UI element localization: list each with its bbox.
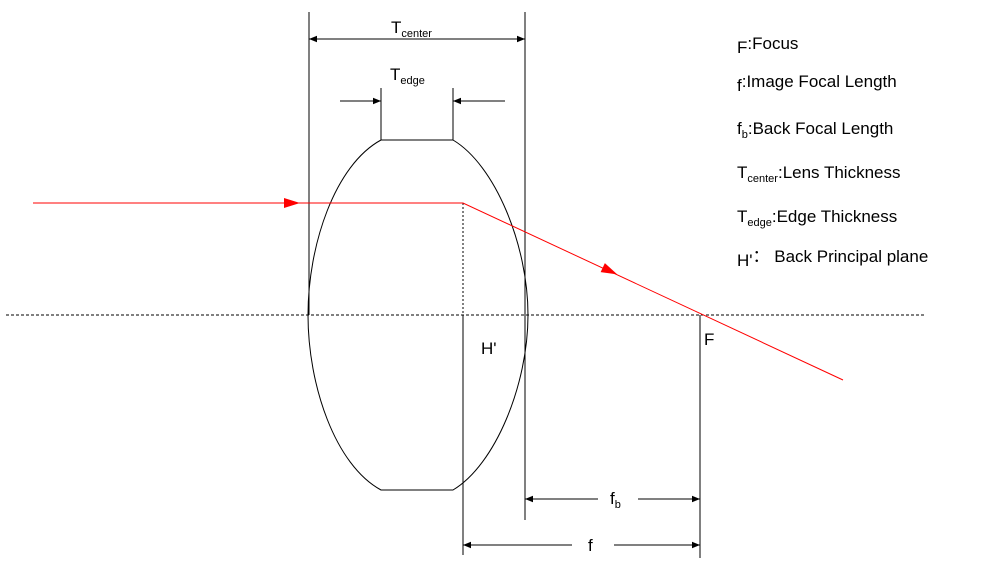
lens-outline [307, 139, 529, 491]
legend-item-lens-thickness: Tcenter:Lens Thickness [737, 163, 901, 185]
fb-label: fb [610, 489, 621, 511]
ray-arrow-1 [284, 198, 300, 208]
t-edge-label: Tedge [390, 65, 425, 87]
legend-item-back-focal-length: fb:Back Focal Length [737, 119, 893, 141]
legend-item-edge-thickness: Tedge:Edge Thickness [737, 207, 897, 229]
focus-label: F [704, 330, 714, 349]
legend: F:Focus f:Image Focal Length fb:Back Foc… [737, 34, 928, 270]
f-label: f [588, 536, 593, 555]
legend-item-image-focal-length: f:Image Focal Length [737, 72, 897, 95]
legend-item-focus: F:Focus [737, 34, 798, 57]
ray-arrow-2 [600, 263, 618, 275]
h-prime-label: H' [481, 339, 497, 358]
t-center-label: Tcenter [391, 18, 432, 40]
light-ray [33, 202, 844, 381]
legend-item-back-principal-plane: H'： Back Principal plane [737, 247, 928, 270]
